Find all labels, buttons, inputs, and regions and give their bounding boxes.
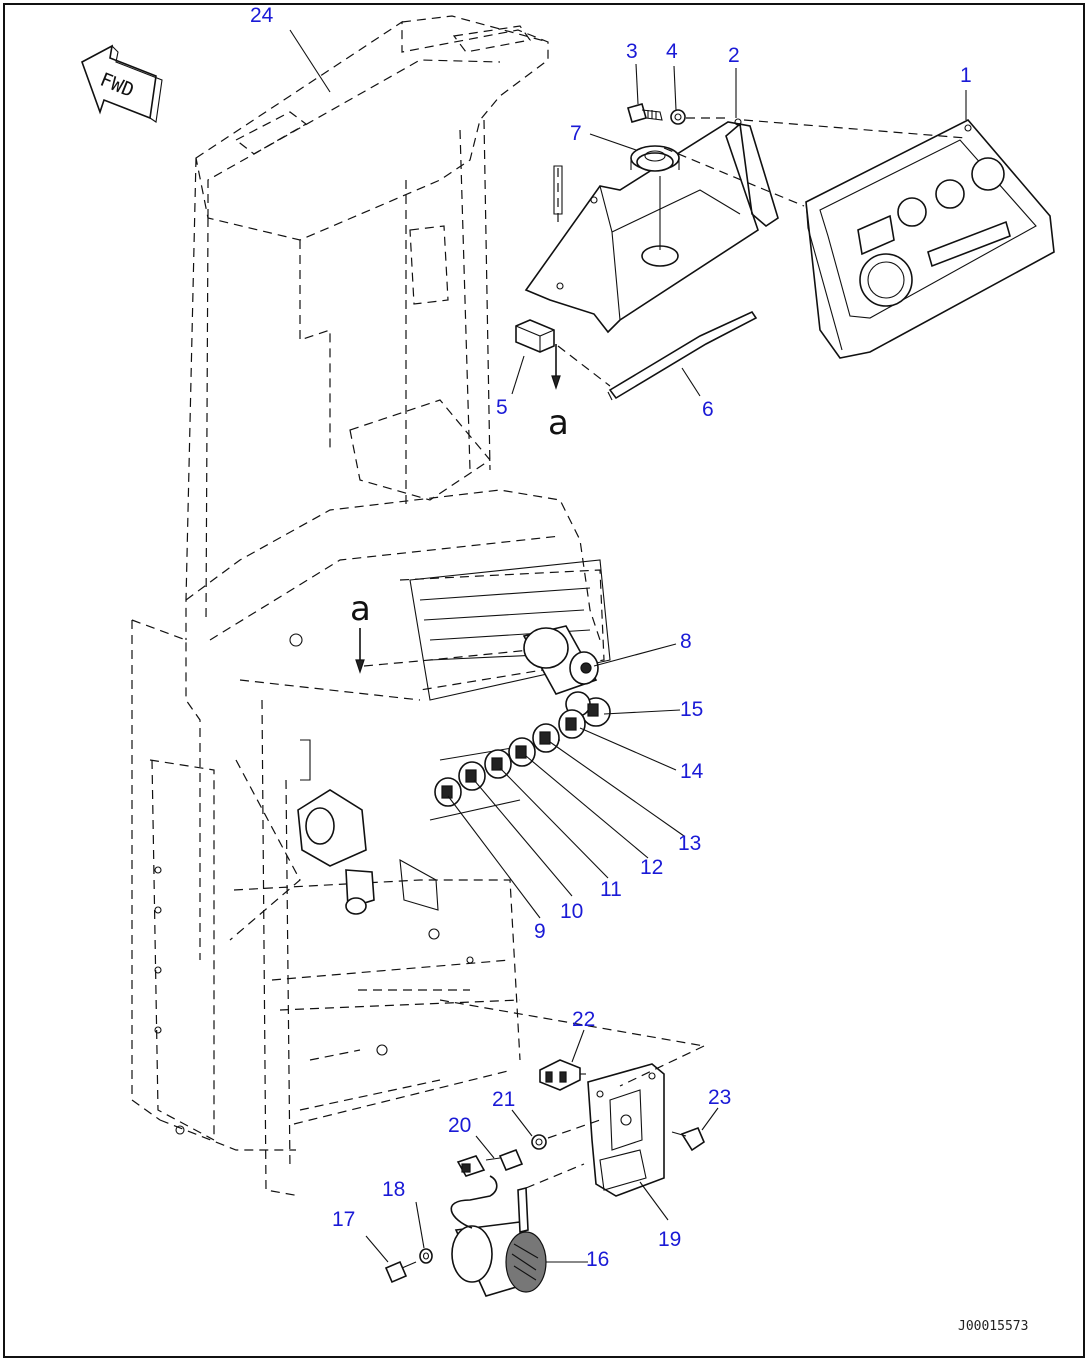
fwd-label: FWD xyxy=(97,69,137,102)
callout-5: 5 xyxy=(496,396,508,419)
frame-column xyxy=(131,15,605,1197)
part-13-switch xyxy=(532,723,560,753)
centerline-4 xyxy=(743,119,967,139)
callout-4: 4 xyxy=(666,40,678,63)
centerline-6 xyxy=(547,1119,601,1139)
reference-marker-upper: a xyxy=(548,344,569,443)
part-14-switch xyxy=(558,709,586,739)
part-23-bolt xyxy=(671,1126,705,1152)
callout-24: 24 xyxy=(250,4,274,27)
callout-labels: 24 1 2 3 4 7 5 6 8 15 14 13 12 11 10 9 2… xyxy=(250,4,972,1271)
callout-11: 11 xyxy=(600,878,622,901)
callout-10: 10 xyxy=(560,900,583,923)
callout-6: 6 xyxy=(702,398,714,421)
callout-22: 22 xyxy=(572,1008,595,1031)
callout-8: 8 xyxy=(680,630,692,653)
callout-1: 1 xyxy=(960,64,972,87)
callout-9: 9 xyxy=(534,920,546,943)
part-7-grommet xyxy=(630,145,680,172)
part-4-washer xyxy=(670,109,686,125)
part-17-bolt xyxy=(384,1260,417,1284)
centerline-5 xyxy=(663,147,805,207)
callout-19: 19 xyxy=(658,1228,681,1251)
callout-12: 12 xyxy=(640,856,663,879)
part-9-switch xyxy=(434,777,462,807)
callout-20: 20 xyxy=(448,1114,471,1137)
callout-14: 14 xyxy=(680,760,704,783)
part-22-connector xyxy=(539,1059,586,1091)
part-11-switch xyxy=(484,749,512,779)
callout-21: 21 xyxy=(492,1088,515,1111)
callout-16: 16 xyxy=(586,1248,609,1271)
marker-a-upper: a xyxy=(548,403,569,443)
centerline-8 xyxy=(619,1045,705,1087)
part-3-bolt xyxy=(627,103,663,123)
callout-3: 3 xyxy=(626,40,638,63)
centerline-9 xyxy=(525,1163,585,1189)
part-16-device xyxy=(450,1155,547,1297)
part-5-block xyxy=(515,319,555,353)
part-8-switch xyxy=(522,625,599,695)
reference-marker-lower: a xyxy=(350,589,371,674)
part-12-switch xyxy=(508,737,536,767)
fwd-arrow: FWD xyxy=(81,44,163,123)
leader-lines xyxy=(289,29,967,1263)
harness-route xyxy=(363,649,531,667)
part-21-washer xyxy=(531,1134,547,1150)
part-18-washer xyxy=(419,1248,433,1264)
part-10-switch xyxy=(458,761,486,791)
switch-cluster xyxy=(297,559,611,940)
centerline-3 xyxy=(557,345,611,387)
callout-7: 7 xyxy=(570,122,582,145)
marker-a-lower: a xyxy=(350,589,371,629)
callout-13: 13 xyxy=(678,832,701,855)
callout-18: 18 xyxy=(382,1178,405,1201)
part-19-mounting-plate xyxy=(587,1063,665,1197)
part-6-strip xyxy=(607,310,758,401)
callout-17: 17 xyxy=(332,1208,355,1231)
part-20-bolt xyxy=(485,1148,524,1172)
callout-2: 2 xyxy=(728,44,740,67)
callout-23: 23 xyxy=(708,1086,731,1109)
part-1-instrument-panel xyxy=(805,119,1055,359)
callout-15: 15 xyxy=(680,698,703,721)
drawing-code: J00015573 xyxy=(958,1319,1028,1334)
